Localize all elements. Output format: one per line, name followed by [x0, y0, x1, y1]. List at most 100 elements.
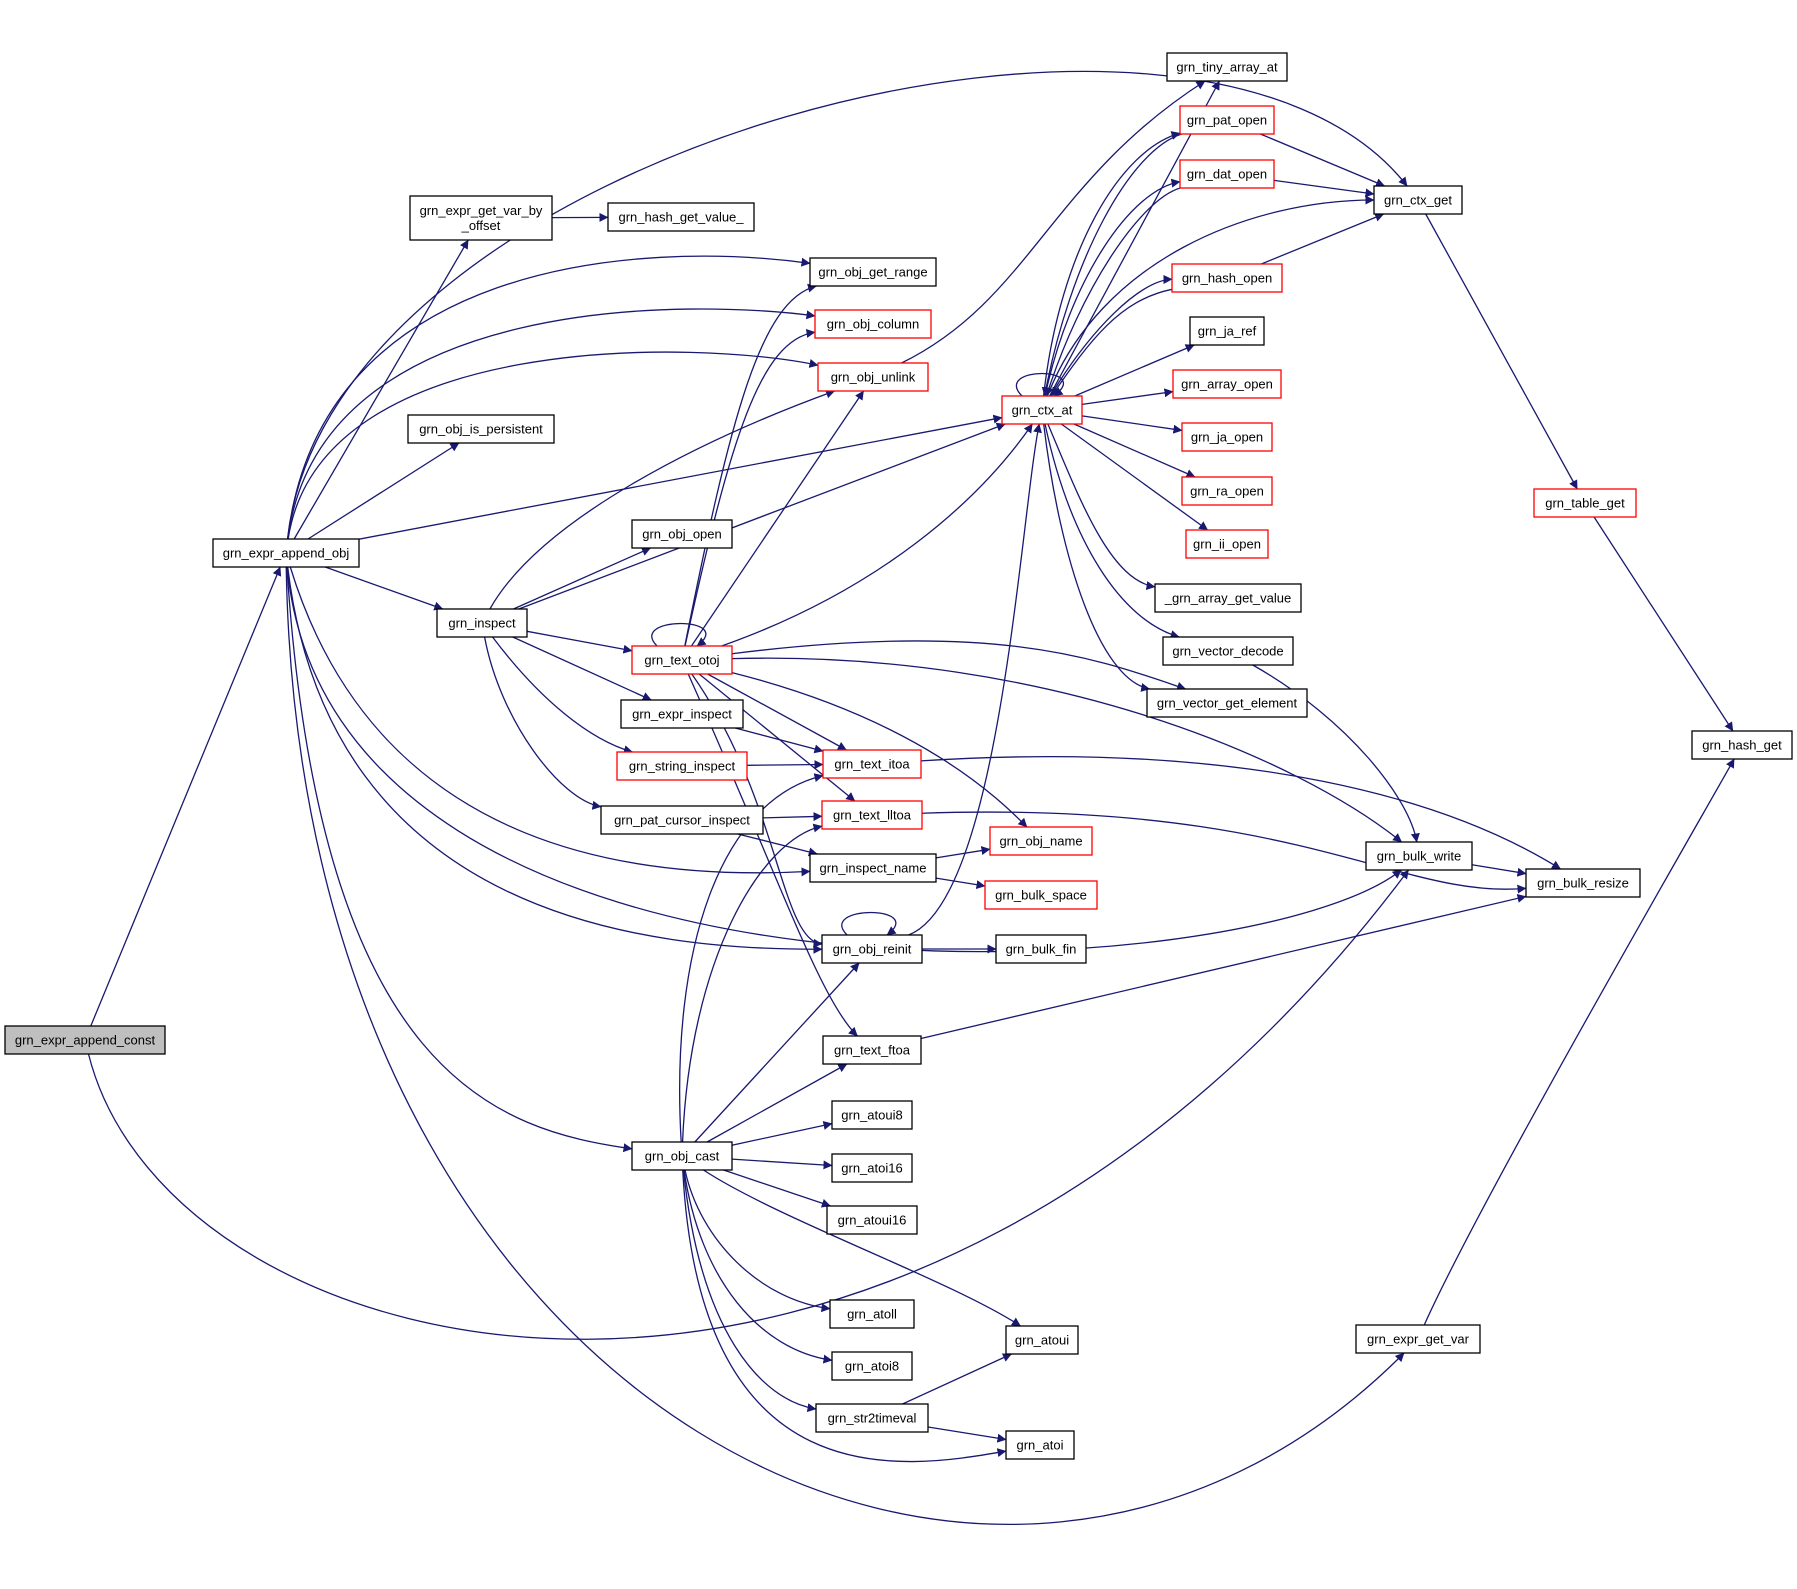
edge-text_ftoa-to-bulk_resize: [920, 893, 1527, 1040]
node-label: grn_atoi8: [845, 1359, 899, 1374]
node-label: grn_atoui8: [841, 1108, 902, 1123]
node-label: grn_inspect: [448, 616, 516, 631]
node-obj-reinit[interactable]: grn_obj_reinit: [821, 934, 923, 964]
node-vector-get-element[interactable]: grn_vector_get_element: [1146, 688, 1308, 718]
node-atoui8[interactable]: grn_atoui8: [831, 1100, 913, 1130]
node-obj-name[interactable]: grn_obj_name: [989, 826, 1093, 856]
edge-inspect-to-obj_unlink: [489, 389, 835, 610]
node-bulk-write[interactable]: grn_bulk_write: [1365, 841, 1473, 871]
node-box: [822, 749, 922, 779]
edge-hash_open-to-ctx_get: [1261, 213, 1385, 265]
node-ja-open[interactable]: grn_ja_open: [1181, 422, 1273, 452]
node-append-const[interactable]: grn_expr_append_const: [4, 1025, 166, 1055]
edge-inspect-to-text_otoj: [526, 630, 633, 654]
node-obj-get-range[interactable]: grn_obj_get_range: [809, 257, 937, 287]
node-ii-open[interactable]: grn_ii_open: [1185, 529, 1269, 559]
edge-text_itoa-to-bulk_resize: [920, 756, 1561, 870]
node-table-get[interactable]: grn_table_get: [1533, 488, 1637, 518]
node-box: [1179, 105, 1275, 135]
node-append-obj[interactable]: grn_expr_append_obj: [212, 538, 360, 568]
node-ja-ref[interactable]: grn_ja_ref: [1189, 316, 1265, 346]
node-string-inspect[interactable]: grn_string_inspect: [616, 751, 748, 781]
node-atoi16[interactable]: grn_atoi16: [831, 1153, 913, 1183]
node-box: [1355, 1324, 1481, 1354]
edge-obj_cast-to-text_itoa: [678, 773, 824, 1143]
node-hash-open[interactable]: grn_hash_open: [1171, 263, 1283, 293]
node-expr-get-var[interactable]: grn_expr_get_var: [1355, 1324, 1481, 1354]
node-label: grn_text_otoj: [644, 653, 719, 668]
node-box: [1525, 868, 1641, 898]
node-atoui16[interactable]: grn_atoui16: [826, 1205, 918, 1235]
node-ctx-at[interactable]: grn_ctx_at: [1001, 395, 1083, 425]
node-get-var-by-offset[interactable]: grn_expr_get_var_by_offset: [409, 195, 553, 241]
node-bulk-resize[interactable]: grn_bulk_resize: [1525, 868, 1641, 898]
node-atoui[interactable]: grn_atoui: [1005, 1325, 1079, 1355]
edge-append_obj-to-obj_cast: [286, 566, 633, 1153]
node-tiny-array-at[interactable]: grn_tiny_array_at: [1166, 52, 1288, 82]
node-text-ftoa[interactable]: grn_text_ftoa: [822, 1035, 922, 1065]
node-expr-inspect[interactable]: grn_expr_inspect: [620, 699, 744, 729]
node-label: grn_hash_open: [1182, 271, 1272, 286]
node-obj-column[interactable]: grn_obj_column: [814, 309, 932, 339]
node-vector-decode[interactable]: grn_vector_decode: [1162, 636, 1294, 666]
node-hash-get[interactable]: grn_hash_get: [1691, 730, 1793, 760]
node-ctx-get[interactable]: grn_ctx_get: [1373, 185, 1463, 215]
node-array-open[interactable]: grn_array_open: [1172, 369, 1282, 399]
node-ra-open[interactable]: grn_ra_open: [1181, 476, 1273, 506]
node-pat-cursor-inspect[interactable]: grn_pat_cursor_inspect: [600, 805, 764, 835]
node-bulk-space[interactable]: grn_bulk_space: [984, 880, 1098, 910]
node-atoi8[interactable]: grn_atoi8: [831, 1351, 913, 1381]
node-inspect-name[interactable]: grn_inspect_name: [809, 853, 937, 883]
edge-text_otoj-to-ctx_at: [721, 423, 1033, 647]
edge-append_obj-to-obj_is_persistent: [307, 442, 460, 540]
node-inspect[interactable]: grn_inspect: [436, 608, 528, 638]
node-label: grn_ii_open: [1193, 537, 1261, 552]
node-box: [995, 934, 1087, 964]
node-label: grn_ra_open: [1190, 484, 1264, 499]
node-text-lltoa[interactable]: grn_text_lltoa: [821, 800, 923, 830]
node-box: [1172, 369, 1282, 399]
edge-append_obj-to-obj_unlink: [287, 351, 819, 540]
node-hash-get-value-[interactable]: grn_hash_get_value_: [607, 202, 755, 232]
edge-obj_cast-to-obj_reinit: [694, 962, 860, 1143]
node-dat-open[interactable]: grn_dat_open: [1179, 159, 1275, 189]
node-label: grn_ja_open: [1191, 430, 1263, 445]
edge-ctx_at-to-array_get_value: [1047, 423, 1156, 591]
node-box: [815, 1403, 929, 1433]
node-label: grn_bulk_space: [995, 888, 1087, 903]
node-array-get-value[interactable]: _grn_array_get_value: [1154, 583, 1302, 613]
node-bulk-fin[interactable]: grn_bulk_fin: [995, 934, 1087, 964]
edge-vector_decode-to-bulk_write: [1252, 664, 1420, 843]
edge-append_obj-to-obj_column: [287, 308, 816, 540]
node-text-itoa[interactable]: grn_text_itoa: [822, 749, 922, 779]
node-obj-open[interactable]: grn_obj_open: [631, 519, 733, 549]
node-box: [1005, 1325, 1079, 1355]
node-label: grn_ja_ref: [1198, 324, 1257, 339]
node-box: [1185, 529, 1269, 559]
node-label: grn_text_itoa: [834, 757, 910, 772]
node-atoi[interactable]: grn_atoi: [1005, 1430, 1075, 1460]
node-label: grn_text_lltoa: [833, 808, 912, 823]
node-pat-open[interactable]: grn_pat_open: [1179, 105, 1275, 135]
node-label: grn_expr_get_var: [1367, 1332, 1470, 1347]
edge-obj_cast-to-atoui16: [723, 1169, 831, 1208]
node-obj-unlink[interactable]: grn_obj_unlink: [817, 362, 929, 392]
node-text-otoj[interactable]: grn_text_otoj: [631, 645, 733, 675]
node-obj-cast[interactable]: grn_obj_cast: [631, 1141, 733, 1171]
node-label: grn_obj_reinit: [833, 942, 912, 957]
node-obj-is-persistent[interactable]: grn_obj_is_persistent: [407, 414, 555, 444]
node-box: [620, 699, 744, 729]
node-label: grn_vector_get_element: [1157, 696, 1298, 711]
node-box: [4, 1025, 166, 1055]
node-box: [831, 1153, 913, 1183]
node-box: [1146, 688, 1308, 718]
node-box: [1533, 488, 1637, 518]
edge-dat_open-to-ctx_at: [1044, 187, 1181, 397]
edge-obj_cast-to-atoi8: [683, 1169, 833, 1364]
edge-append_obj-to-inspect: [324, 566, 444, 611]
node-str2timeval[interactable]: grn_str2timeval: [815, 1403, 929, 1433]
node-atoll[interactable]: grn_atoll: [829, 1299, 915, 1329]
node-box: [826, 1205, 918, 1235]
edge-ctx_at-to-ii_open: [1060, 423, 1209, 531]
node-label: grn_atoi: [1017, 1438, 1064, 1453]
